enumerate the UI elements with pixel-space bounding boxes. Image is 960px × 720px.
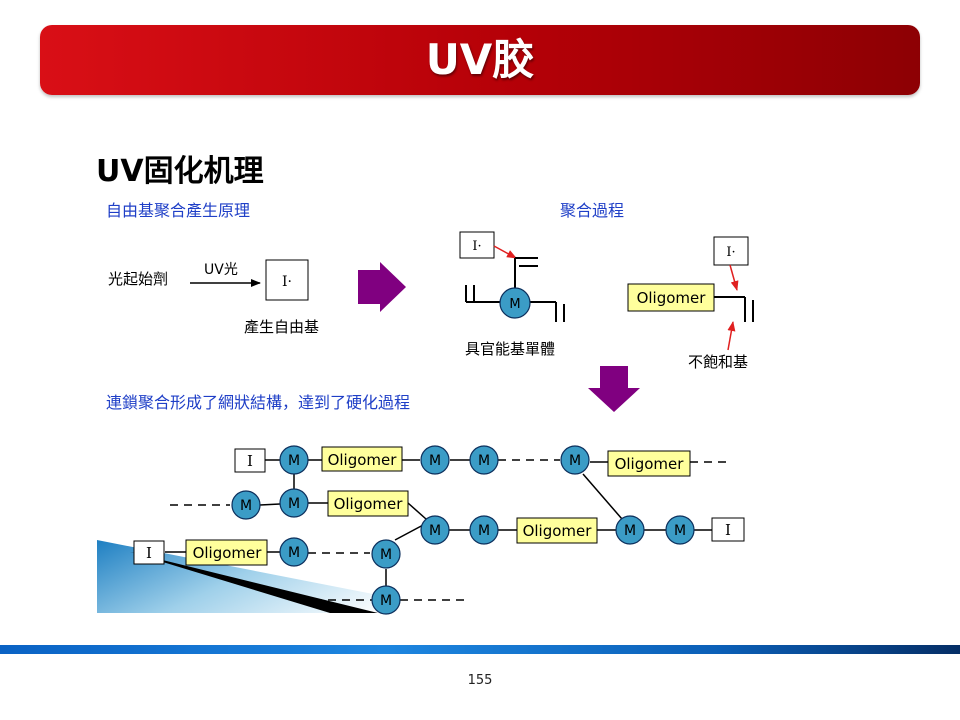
monomer-node: M [279, 488, 309, 518]
svg-text:Oligomer: Oligomer [334, 495, 404, 513]
network-dashed-bonds [170, 459, 726, 601]
svg-text:M: M [624, 523, 636, 539]
svg-text:Oligomer: Oligomer [193, 544, 263, 562]
monomer-node: M [420, 515, 450, 545]
unsaturated-group-label: 不飽和基 [688, 353, 748, 371]
svg-text:I·: I· [282, 274, 292, 290]
svg-text:M: M [674, 523, 686, 539]
photoinitiator-label: 光起始劑 [108, 270, 168, 288]
svg-text:I·: I· [472, 239, 481, 254]
svg-text:I: I [725, 521, 731, 539]
monomer-node: M [469, 445, 499, 475]
svg-text:Oligomer: Oligomer [637, 289, 707, 307]
oligomer-box-2: Oligomer [607, 450, 691, 477]
svg-text:M: M [288, 496, 300, 512]
monomer-node: M [615, 515, 645, 545]
monomer-node: M [279, 445, 309, 475]
functional-monomer-node: M [499, 287, 531, 319]
red-arrow-unsaturated [727, 321, 736, 351]
svg-text:Oligomer: Oligomer [328, 451, 398, 469]
uv-light-label: UV光 [204, 262, 238, 278]
svg-text:I: I [146, 544, 152, 562]
title-bar: UV胶 [40, 25, 920, 95]
functional-monomer-label: 具官能基單體 [465, 340, 555, 358]
purple-down-arrow [588, 366, 640, 412]
purple-right-arrow [358, 262, 406, 312]
radical-generated-label: 產生自由基 [244, 318, 319, 336]
red-arrow-radical [729, 264, 739, 291]
unsaturated-bond [714, 296, 754, 322]
monomer-node: M [665, 515, 695, 545]
monomer-node: M [469, 515, 499, 545]
section-polymerization-process: 聚合過程 [560, 201, 624, 220]
svg-text:M: M [509, 297, 520, 312]
initiator-box-3: I [133, 540, 165, 565]
monomer-node: M [231, 490, 261, 520]
svg-text:Oligomer: Oligomer [523, 522, 593, 540]
monomer-node: M [420, 445, 450, 475]
svg-text:M: M [380, 547, 392, 563]
radical-box: I· [265, 259, 309, 301]
page-number: 155 [467, 673, 493, 688]
monomer-node: M [560, 445, 590, 475]
svg-text:M: M [429, 523, 441, 539]
monomer-node: M [279, 537, 309, 567]
oligomer-box-top: Oligomer [627, 283, 715, 312]
svg-text:M: M [429, 453, 441, 469]
monomer-node: M [371, 539, 401, 569]
svg-text:M: M [478, 453, 490, 469]
oligomer-box-5: Oligomer [185, 539, 268, 566]
oligomer-box-1: Oligomer [321, 446, 403, 472]
svg-text:M: M [569, 453, 581, 469]
svg-text:M: M [380, 593, 392, 609]
svg-text:I·: I· [726, 245, 735, 260]
initiator-box-1: I [234, 448, 266, 473]
network-bonds [165, 459, 712, 586]
svg-text:I: I [247, 452, 253, 470]
svg-text:M: M [478, 523, 490, 539]
svg-text:Oligomer: Oligomer [615, 455, 685, 473]
radical-box-2: I· [459, 231, 495, 259]
svg-text:M: M [288, 545, 300, 561]
initiator-box-2: I [711, 517, 745, 542]
oligomer-box-4: Oligomer [516, 517, 598, 544]
slide-heading: UV固化机理 [96, 154, 264, 189]
oligomer-box-3: Oligomer [327, 490, 409, 517]
svg-text:M: M [288, 453, 300, 469]
monomer-node: M [371, 585, 401, 615]
slide-title: UV胶 [425, 35, 535, 84]
red-arrow-attack [493, 245, 517, 259]
section-radical-generation: 自由基聚合產生原理 [106, 201, 250, 220]
footer-bar [0, 645, 960, 654]
functional-group-bonds [465, 257, 565, 322]
decorative-black-wedge [130, 552, 378, 613]
svg-text:M: M [240, 498, 252, 514]
section-chain-reaction: 連鎖聚合形成了網狀結構，達到了硬化過程 [106, 393, 410, 412]
radical-box-3: I· [713, 236, 749, 266]
